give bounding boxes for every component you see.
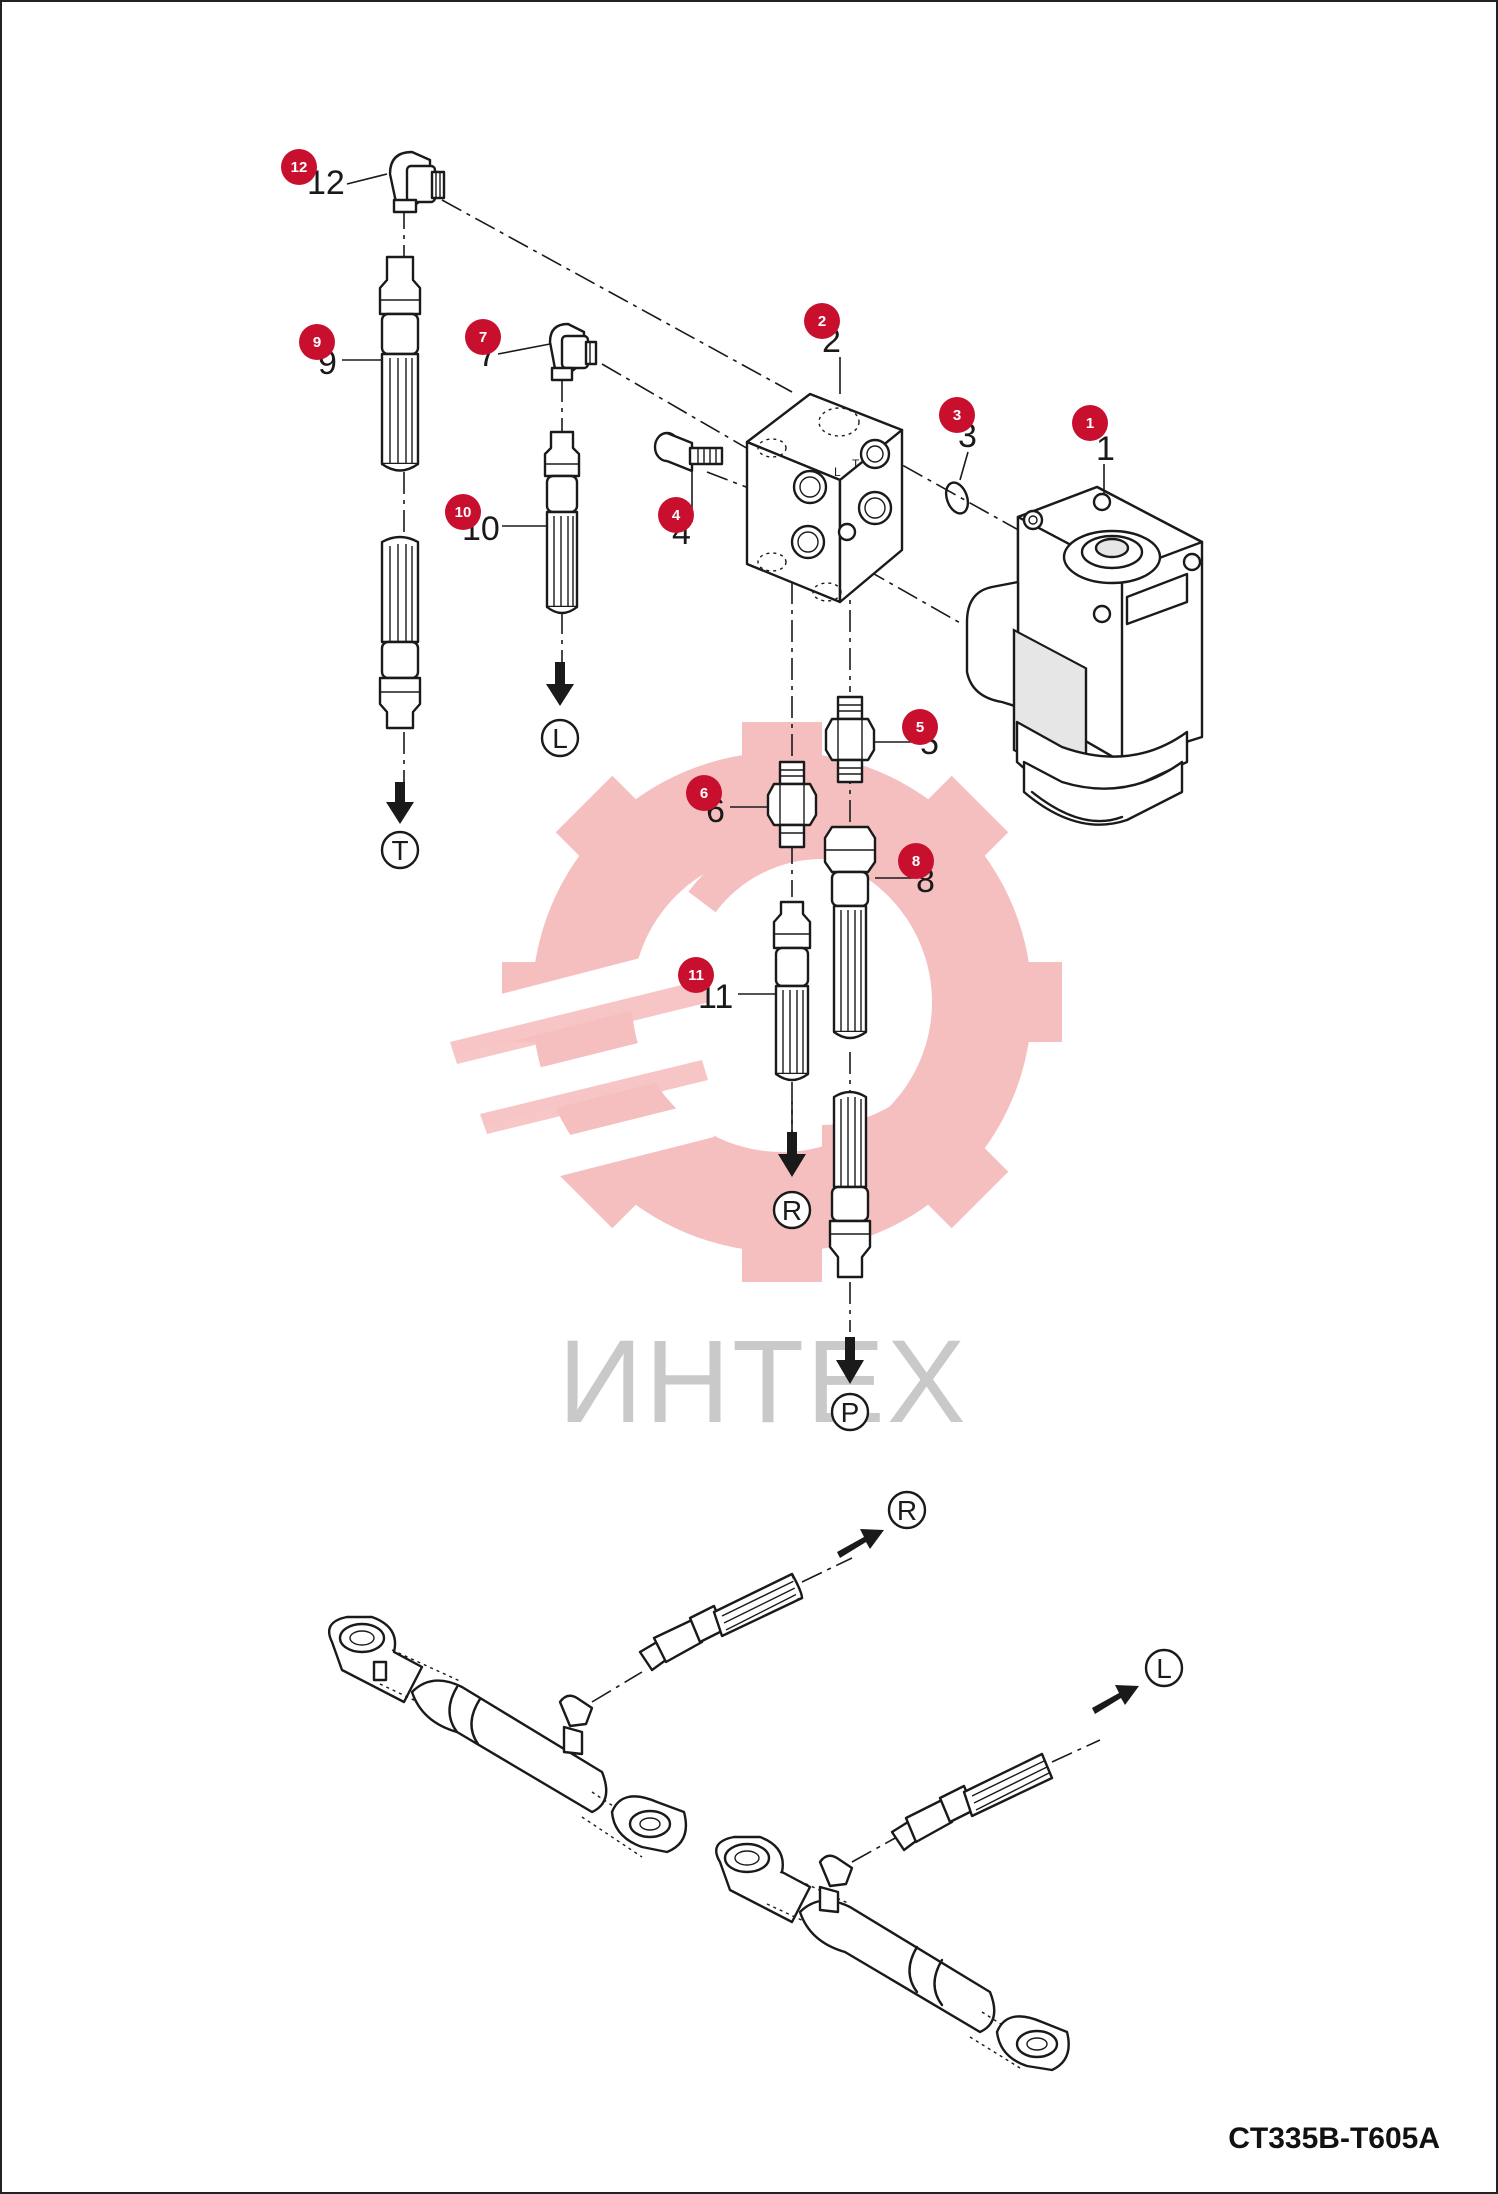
port-label-t: T	[391, 835, 408, 866]
callout-1: 1	[1072, 405, 1108, 441]
part-12-elbow-fitting	[388, 150, 446, 214]
part-1-steering-unit	[965, 485, 1204, 826]
part-number-1: 1	[1096, 430, 1115, 468]
left-steering-cylinder	[327, 1615, 688, 1858]
part-5-adapter	[824, 695, 876, 784]
port-label-r: R	[782, 1195, 802, 1226]
callout-3: 3	[939, 397, 975, 433]
part-3-o-ring	[944, 481, 970, 515]
svg-text:4: 4	[672, 507, 681, 524]
svg-text:3: 3	[953, 407, 961, 424]
watermark-text: ИНТЕХ	[558, 1316, 968, 1448]
right-steering-cylinder	[715, 1835, 1070, 2072]
port-markers-upper: T L R P	[380, 718, 870, 1432]
svg-text:6: 6	[700, 785, 708, 802]
callout-11: 11	[678, 957, 714, 993]
block-label-l: L	[834, 465, 841, 479]
port-label-p: P	[841, 1397, 860, 1428]
svg-text:10: 10	[455, 504, 472, 521]
part-6-adapter	[766, 760, 818, 849]
svg-text:1: 1	[1086, 415, 1094, 432]
svg-text:5: 5	[916, 719, 924, 736]
part-9-hose	[378, 255, 422, 824]
svg-text:12: 12	[291, 159, 308, 176]
port-label-l-lower: L	[1156, 1653, 1172, 1684]
part-2-port-block: L T	[745, 392, 904, 604]
callout-8: 8	[898, 843, 934, 879]
red-callouts: 12 9 7 10 2 4 3 1 5 6 8 11	[281, 149, 1108, 993]
callout-2: 2	[804, 303, 840, 339]
svg-text:2: 2	[818, 313, 826, 330]
left-cylinder-hose: R	[638, 1490, 927, 1672]
part-4-bolt	[653, 431, 724, 473]
watermark-gear-logo	[432, 722, 1062, 1282]
callout-9: 9	[299, 324, 335, 360]
drawing-code: CT335B-T605A	[1228, 2122, 1440, 2155]
part-10-hose	[543, 430, 581, 706]
callout-5: 5	[902, 709, 938, 745]
callout-4: 4	[658, 497, 694, 533]
svg-text:7: 7	[479, 329, 487, 346]
callout-6: 6	[686, 775, 722, 811]
callout-12: 12	[281, 149, 317, 185]
part-11-hose	[772, 900, 812, 1177]
part-8-hose	[823, 825, 877, 1384]
part-7-elbow-fitting	[548, 322, 598, 382]
port-label-r-lower: R	[897, 1495, 917, 1526]
right-cylinder-hose: L	[890, 1648, 1184, 1852]
port-label-l: L	[552, 723, 568, 754]
svg-text:11: 11	[688, 967, 704, 984]
svg-text:9: 9	[313, 334, 321, 351]
svg-text:8: 8	[912, 853, 920, 870]
block-label-t: T	[852, 457, 860, 471]
callout-10: 10	[445, 494, 481, 530]
callout-7: 7	[465, 319, 501, 355]
